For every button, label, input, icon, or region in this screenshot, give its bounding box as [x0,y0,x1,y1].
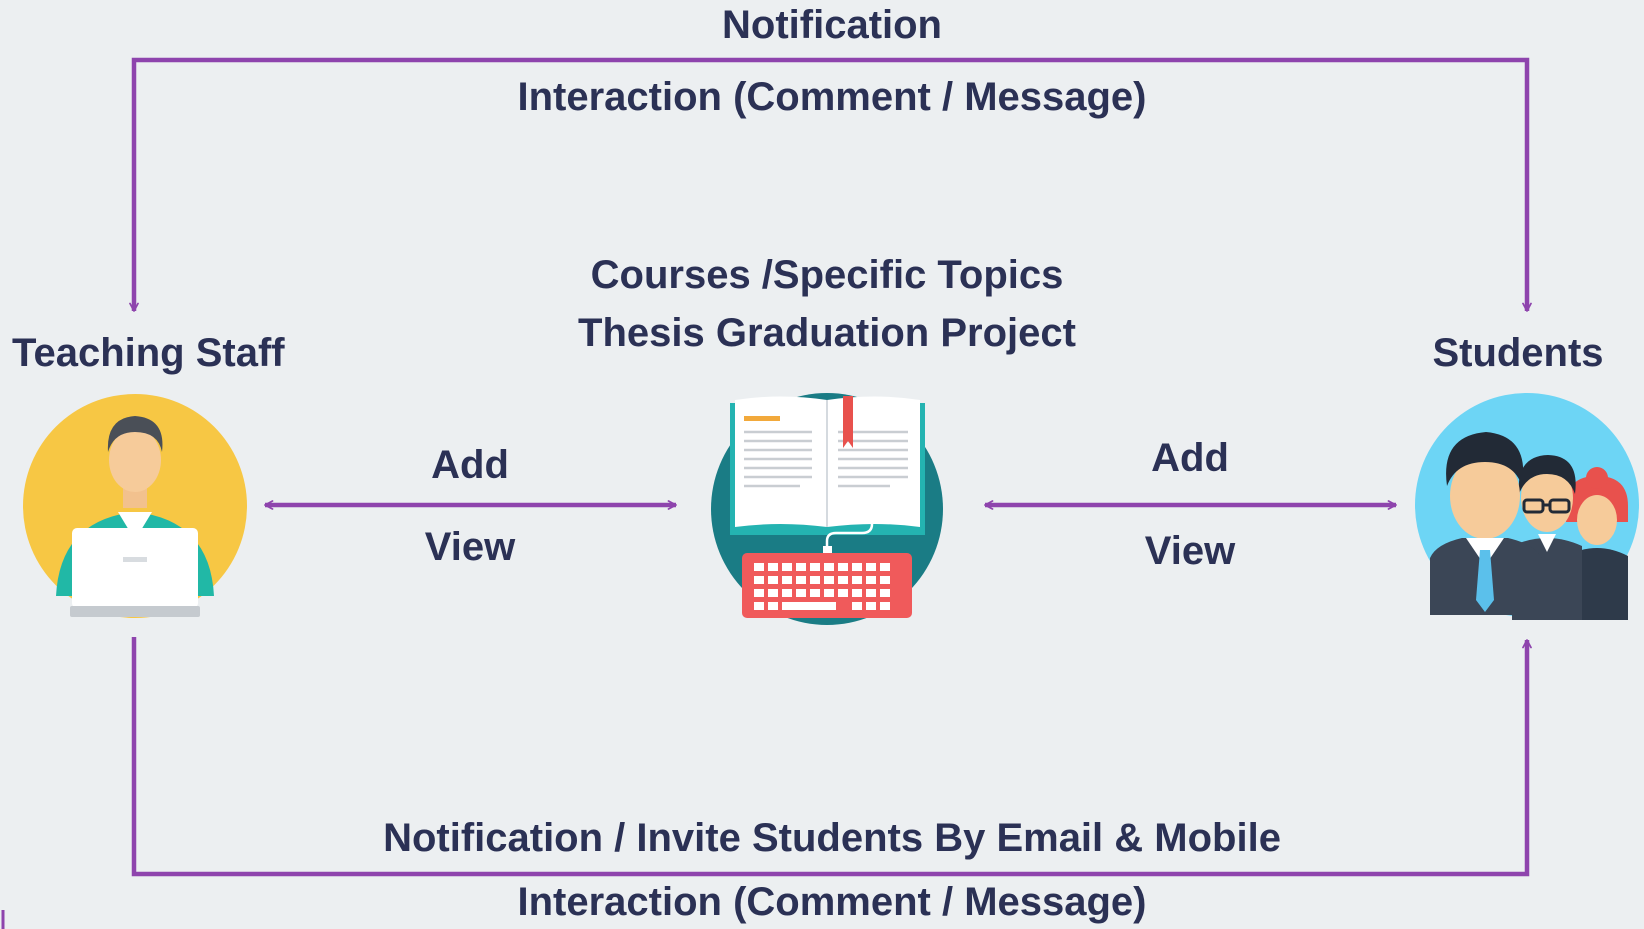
top-connector-line [129,57,1532,312]
top-interaction-label: Interaction (Comment / Message) [517,75,1147,119]
students-group-icon [1415,393,1639,620]
bottom-connector-line [131,637,1532,877]
center-title-line1: Courses /Specific Topics [590,253,1064,297]
students-add-label: Add [1151,436,1229,480]
top-notification-label: Notification [722,3,942,47]
students-label: Students [1432,331,1604,375]
bottom-notification-label: Notification / Invite Students By Email … [383,816,1281,860]
teaching-staff-label: Teaching Staff [12,331,285,375]
book-keyboard-icon [711,393,943,625]
bottom-interaction-label: Interaction (Comment / Message) [517,880,1147,924]
staff-view-label: View [424,525,516,569]
center-title-line2: Thesis Graduation Project [578,311,1076,355]
students-view-label: View [1144,529,1236,573]
staff-add-label: Add [431,443,509,487]
teacher-laptop-icon [23,394,247,618]
